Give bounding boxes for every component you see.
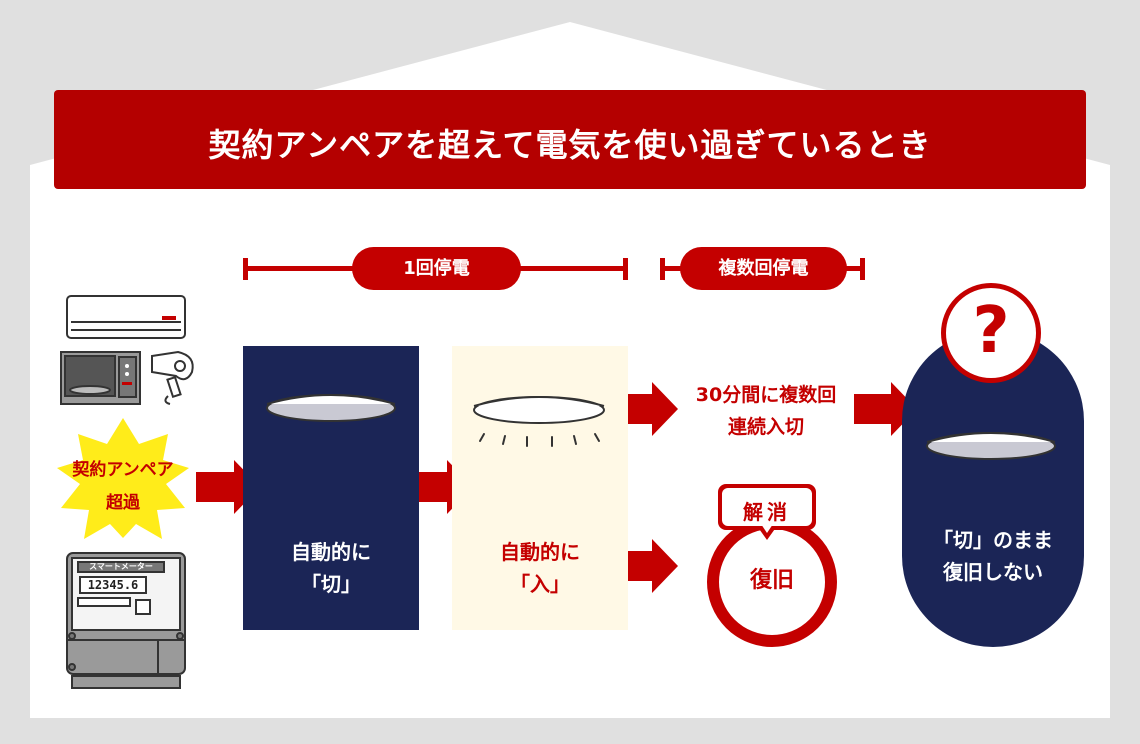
page-title: 契約アンペアを超えて電気を使い過ぎているとき [208,126,932,164]
auto-on-panel [452,346,628,630]
ceiling-light-off-icon [266,394,396,422]
off-panel-line-2: 「切」 [301,572,361,596]
arrow-to-final [854,382,917,436]
arrow-to-recover [616,539,678,593]
question-icon: ? [972,294,1010,368]
header-banner [54,90,1086,189]
final-line-2: 復旧しない [943,560,1043,584]
hair-dryer-icon [151,350,194,405]
microwave-icon [60,351,141,405]
burst-shape [57,418,189,539]
recover-label: 復旧 [749,568,794,593]
single-outage-pill: 1回停電 [352,247,521,290]
off-panel-line-1: 自動的に [291,540,371,564]
smart-meter-icon [66,552,186,689]
ceiling-light-final-icon [926,432,1056,460]
single-outage-label: 1回停電 [403,258,470,279]
on-panel-line-1: 自動的に [500,540,580,564]
repeat-line-2: 連続入切 [727,416,804,438]
question-badge [941,283,1041,383]
resolved-tag [718,484,816,540]
ceiling-light-on-icon [473,396,605,447]
resolved-tag-label: 解消 [743,500,791,524]
multiple-outage-label: 複数回停電 [718,258,809,279]
multiple-outage-pill: 複数回停電 [680,247,847,290]
final-line-1: 「切」のまま [933,528,1053,552]
smart-meter-label: スマートメーター [89,562,153,571]
arrow-to-repeat [616,382,678,436]
smart-meter-reading: 12345.6 [87,578,139,592]
auto-off-panel [243,346,419,630]
repeat-line-1: 30分間に複数回 [695,384,837,406]
burst-line-1: 契約アンペア [72,460,174,480]
burst-line-2: 超過 [106,493,140,513]
on-panel-line-2: 「入」 [510,572,570,596]
air-conditioner-icon [66,295,186,339]
